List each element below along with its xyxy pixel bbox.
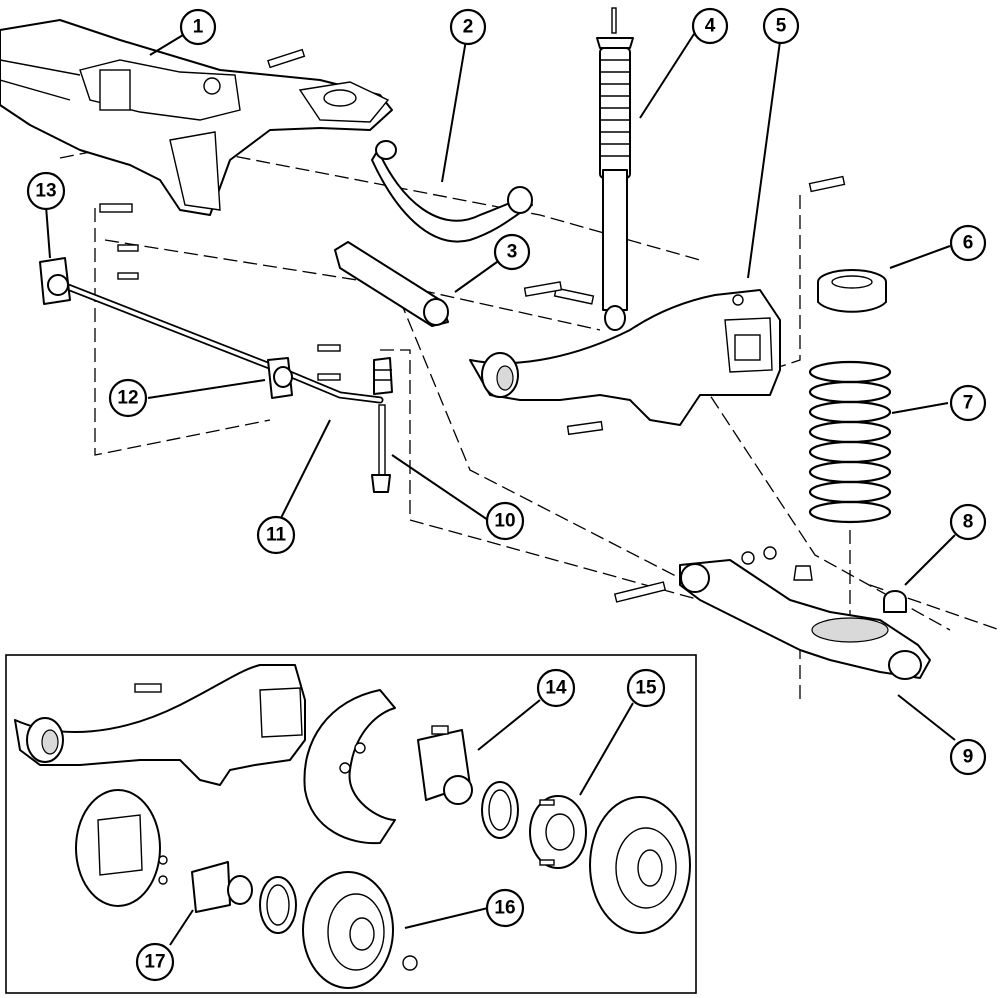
svg-text:12: 12: [117, 388, 138, 409]
shock-absorber: [523, 7, 634, 331]
callout-3: 3: [493, 233, 531, 271]
inset-backing-plate: [75, 789, 168, 907]
svg-text:6: 6: [963, 233, 974, 254]
crossmember-bolt: [99, 48, 306, 213]
stabilizer-link: [371, 357, 393, 493]
callout-15: 15: [626, 668, 666, 708]
callout-8: 8: [949, 503, 987, 541]
callout-17: 17: [135, 942, 175, 982]
callout-9: 9: [949, 738, 987, 776]
svg-text:10: 10: [494, 511, 515, 532]
stabilizer-bar-bracket: [39, 244, 139, 305]
svg-text:17: 17: [144, 952, 165, 973]
callout-12: 12: [108, 378, 148, 418]
stabilizer-bar: [46, 276, 384, 404]
svg-text:3: 3: [507, 242, 518, 263]
svg-text:11: 11: [266, 525, 287, 546]
callout-6: 6: [949, 224, 987, 262]
svg-text:4: 4: [705, 16, 716, 37]
inset-dust-shield: [303, 689, 396, 845]
callout-11: 11: [256, 515, 296, 555]
crossmember: [0, 19, 393, 216]
upper-control-arm: [371, 140, 533, 243]
callout-leader-lines: [45, 31, 956, 946]
svg-text:8: 8: [963, 512, 974, 533]
callout-5: 5: [762, 7, 800, 45]
callout-10: 10: [485, 501, 525, 541]
rear-knuckle-carrier: [469, 175, 846, 436]
svg-text:14: 14: [545, 678, 567, 699]
callout-13: 13: [26, 171, 66, 211]
callout-16: 16: [485, 888, 525, 928]
stabilizer-bar-bushing: [267, 344, 341, 399]
inset-stub-axle: [191, 861, 297, 934]
callout-7: 7: [949, 384, 987, 422]
svg-text:9: 9: [963, 747, 974, 768]
svg-text:2: 2: [463, 17, 474, 38]
coil-spring: [808, 360, 892, 524]
callout-2: 2: [449, 8, 487, 46]
inset-knuckle-carrier: [14, 664, 306, 786]
inset-brake-drum: [302, 871, 418, 989]
lower-spring-arm: [613, 546, 931, 680]
bump-stop-cap: [883, 590, 907, 613]
inset-brake-disc: [589, 796, 691, 934]
detail-inset-frame: [5, 654, 697, 994]
lower-link-arm: [334, 241, 449, 327]
inset-wheel-spindle: [417, 725, 519, 839]
svg-text:1: 1: [193, 17, 204, 38]
svg-text:5: 5: [776, 16, 787, 37]
callout-1: 1: [179, 8, 217, 46]
callout-14: 14: [536, 668, 576, 708]
svg-text:16: 16: [494, 898, 515, 919]
spring-seat-insulator: [817, 269, 887, 313]
svg-text:7: 7: [963, 393, 974, 414]
svg-text:15: 15: [635, 678, 657, 699]
callout-4: 4: [691, 7, 729, 45]
svg-text:13: 13: [35, 181, 56, 202]
inset-wheel-hub: [529, 795, 587, 869]
